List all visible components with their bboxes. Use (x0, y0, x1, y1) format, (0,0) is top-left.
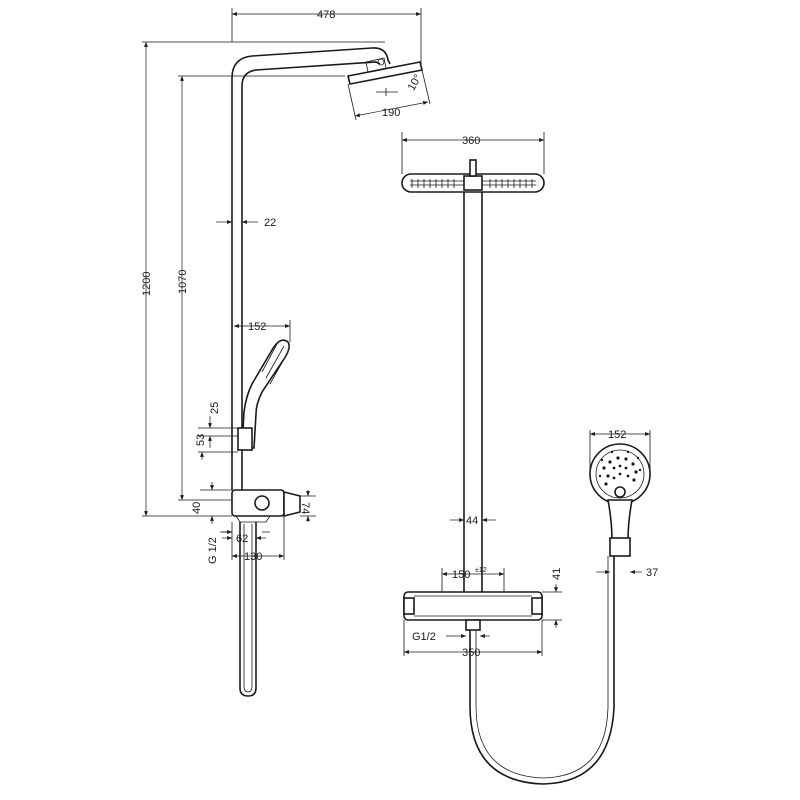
front-riser (463, 192, 483, 592)
dim-1070: 1070 (177, 270, 189, 294)
dim-150: 150 (452, 569, 470, 581)
dim-40: 40 (191, 502, 203, 514)
dim-360: 360 (462, 135, 480, 147)
dim-g12-front: G1/2 (412, 631, 436, 643)
side-view: 478 190 10° 1200 1070 22 152 25 53 40 (141, 8, 431, 697)
dim-25: 25 (209, 402, 221, 414)
front-view: 360 44 150 ±12 41 G1/2 350 152 37 (401, 132, 658, 785)
dim-1200: 1200 (141, 272, 153, 296)
dim-74: 74 (299, 502, 311, 514)
dim-g12-side: G 1/2 (207, 537, 219, 564)
dim-350: 350 (462, 647, 480, 659)
dim-478: 478 (317, 9, 335, 21)
front-hose (469, 556, 615, 785)
dim-62: 62 (236, 533, 248, 545)
dim-41: 41 (551, 568, 563, 580)
dim-152-front: 152 (608, 429, 626, 441)
spray-nozzles (598, 450, 642, 486)
front-overhead-head (401, 159, 545, 193)
dim-10deg: 10° (406, 73, 425, 93)
side-riser-pipe-inner (241, 61, 381, 490)
front-hand-shower (589, 443, 651, 557)
dim-22: 22 (264, 217, 276, 229)
side-hose (239, 522, 257, 697)
side-riser-pipe (231, 47, 391, 490)
dim-152-side: 152 (248, 321, 266, 333)
side-thermostat (231, 489, 301, 523)
front-thermostat (403, 591, 543, 631)
dim-130: 130 (244, 551, 262, 563)
dim-44: 44 (466, 515, 478, 527)
side-hand-shower (237, 339, 290, 451)
dim-53: 53 (195, 434, 207, 446)
dim-190: 190 (382, 107, 400, 119)
dim-150-tolerance: ±12 (475, 567, 487, 574)
dim-37: 37 (646, 567, 658, 579)
